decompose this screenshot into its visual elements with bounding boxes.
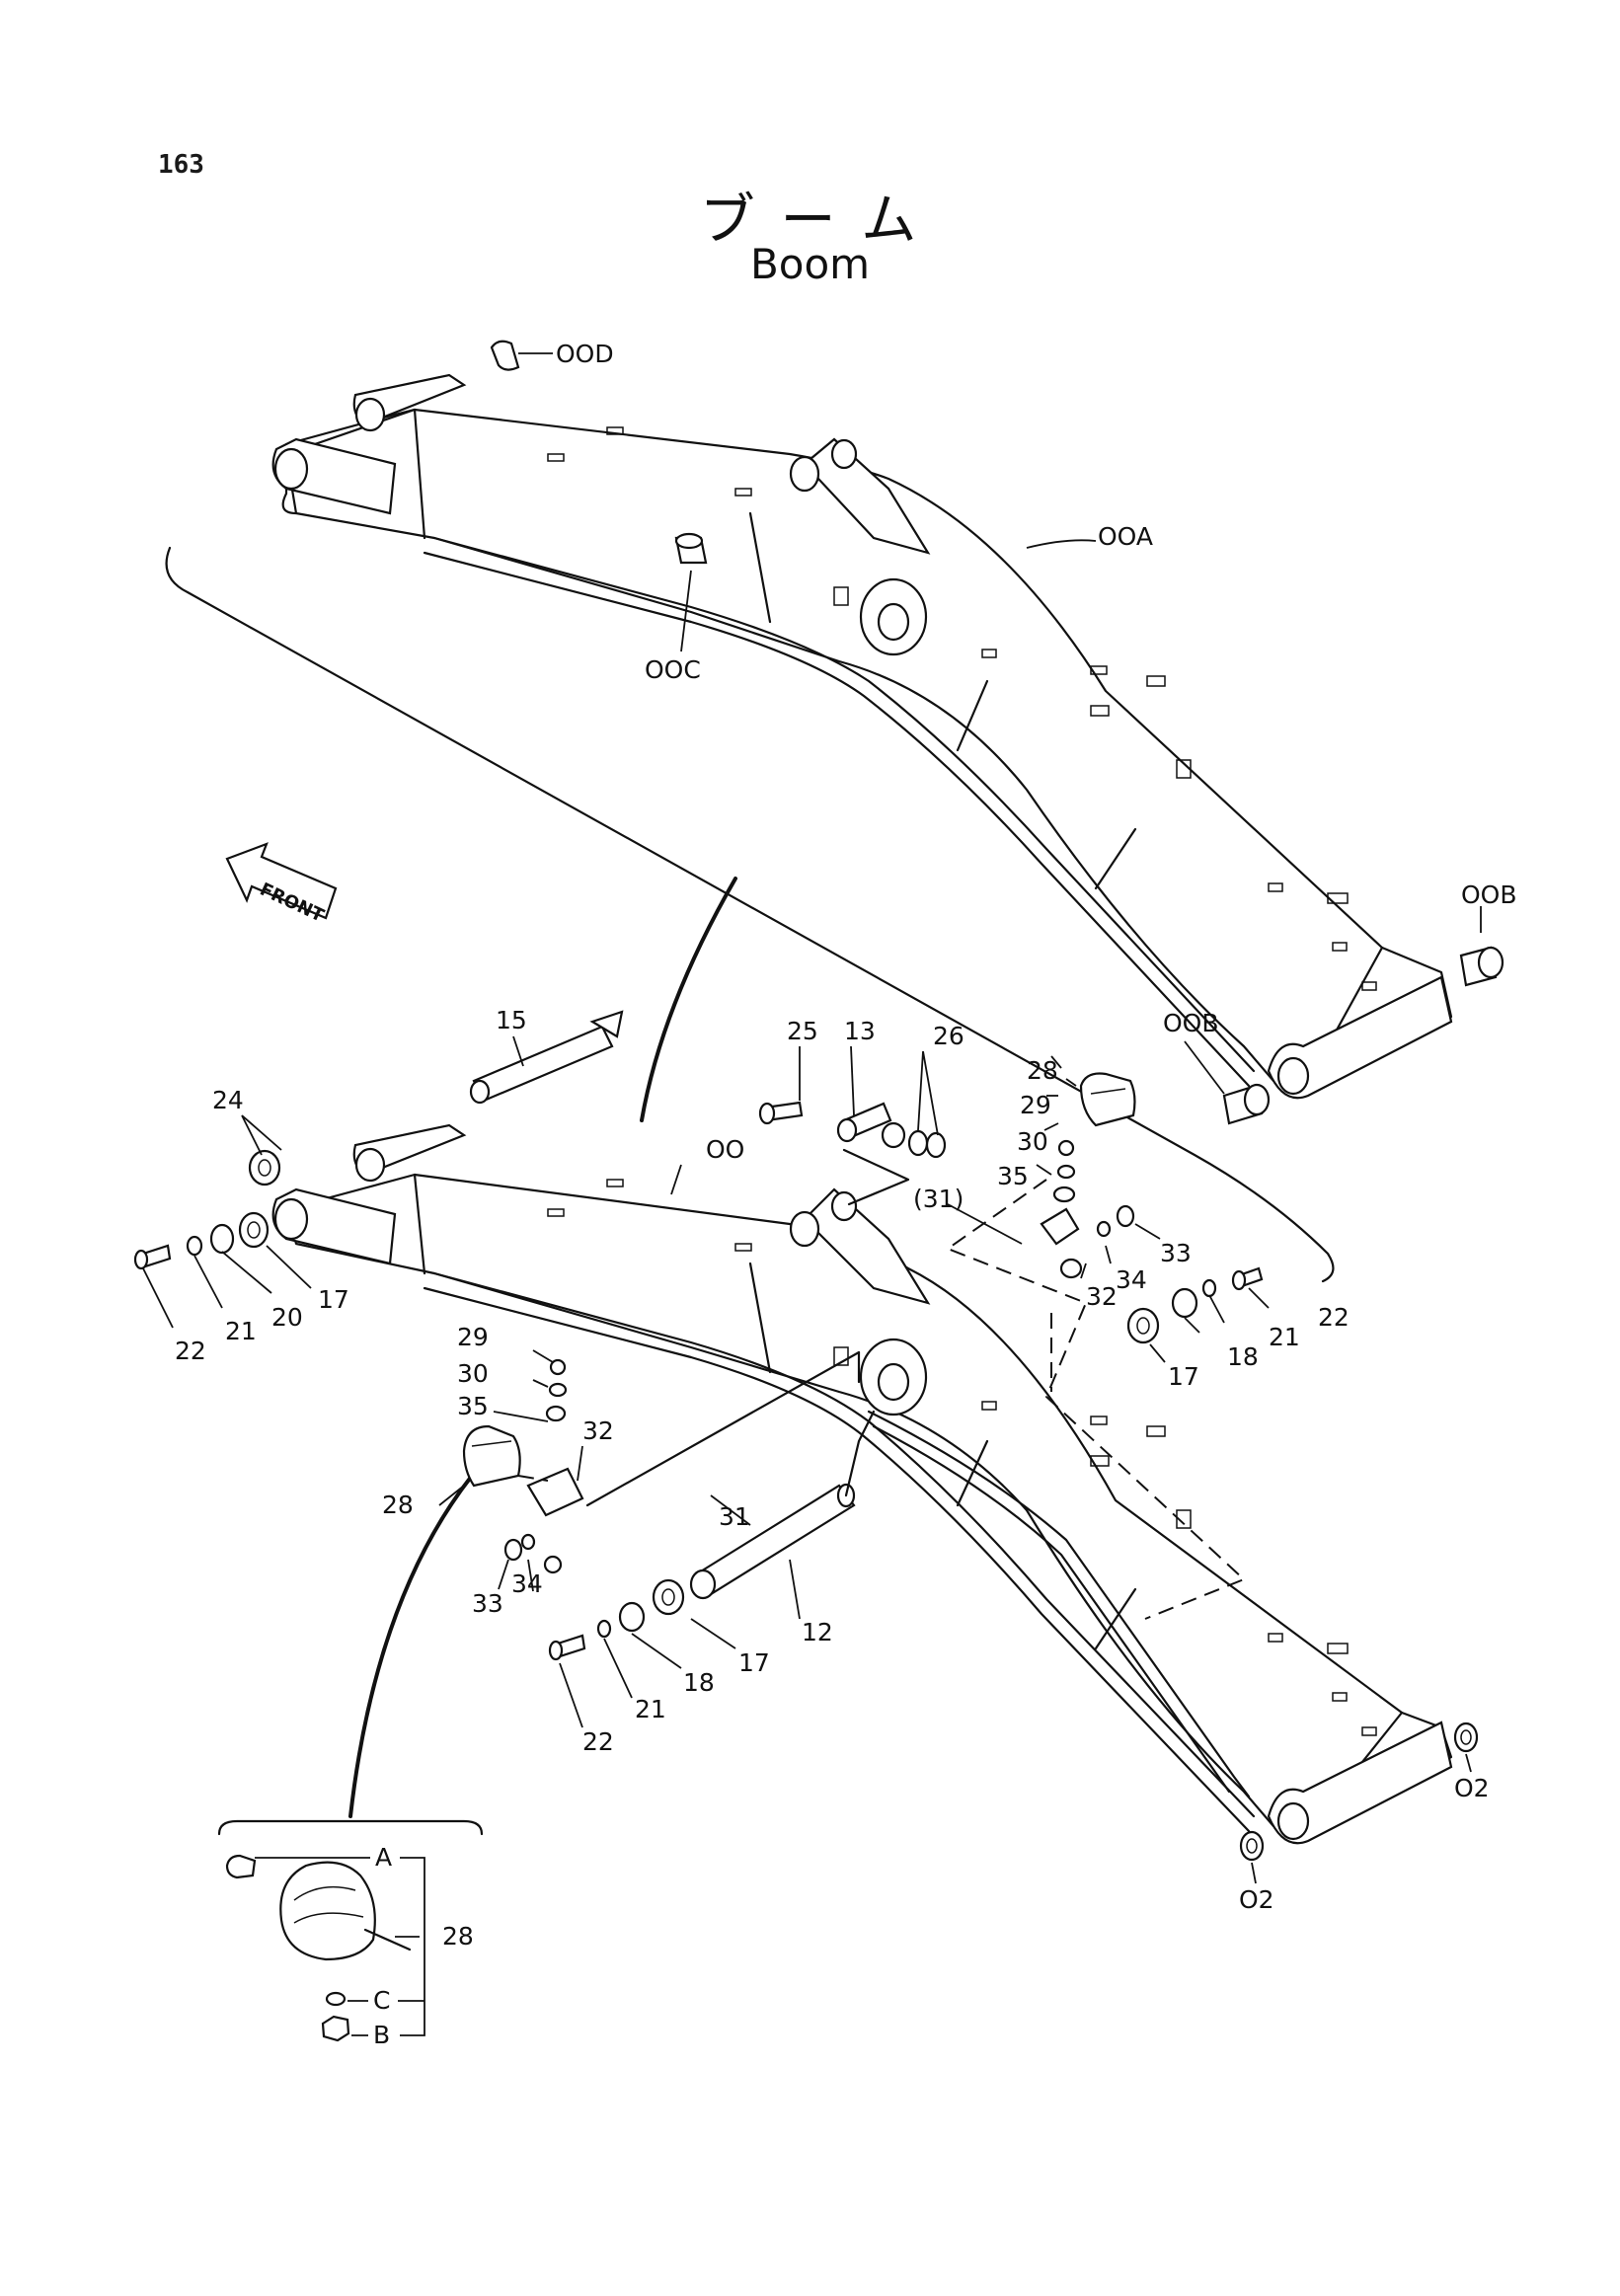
callout-17: 17 [318,1285,349,1314]
callout-21: 21 [225,1317,257,1345]
callout-33: 33 [472,1589,503,1618]
right-pin-fastener-group [1126,1266,1264,1344]
callout-00: OO [706,1135,744,1164]
harness-31-route [945,1179,1246,1620]
callout-00B: OOB [1163,1009,1219,1037]
callout-15: 15 [496,1006,527,1034]
leader-lines [142,1035,1472,1884]
part-02-washer [1239,1830,1265,1862]
detail-boundary-curve [165,546,1335,1283]
callout-17: 17 [1168,1362,1199,1391]
callout-28: 28 [382,1491,414,1519]
right-lamp-group [1040,1072,1136,1279]
callout-35: 35 [997,1162,1029,1190]
callout-31: 31 [719,1502,750,1531]
callout-13: 13 [844,1017,876,1045]
callout-18: 18 [683,1668,715,1697]
part-00D-clip [490,340,520,371]
boom-upper-outline [284,408,1453,1093]
detail-bracket [217,1819,484,1836]
detail-label-A: A [375,1843,392,1872]
callout-labels: OOD OOA OOC OOB OOB 15 24 OO 25 13 26 28… [175,340,1517,1914]
lamp-detail-view: A 28 C B [217,1819,484,2049]
callout-00C: OOC [645,655,701,684]
callout-29: 29 [457,1323,489,1351]
callout-21: 21 [1269,1323,1300,1351]
callout-02: O2 [1239,1885,1274,1914]
callout-12: 12 [802,1618,833,1646]
detail-screw-A [225,1854,257,1879]
detail-connector-curve [640,877,737,1122]
detail-lamp-28 [279,1861,376,1961]
callout-29: 29 [1020,1091,1051,1119]
callout-24: 24 [212,1086,244,1114]
callout-30: 30 [457,1359,489,1388]
detail-label-B: B [373,2021,390,2049]
callout-32: 32 [1086,1282,1118,1311]
callout-00B: OOB [1461,880,1517,909]
left-pin-fastener-group [133,1211,270,1270]
callout-31-ref: (31) [913,1185,964,1213]
work-lamp [462,1424,521,1488]
callout-20: 20 [271,1303,303,1332]
upper-pin-fastener-group [758,1101,947,1159]
detail-nut-B [321,2015,350,2042]
callout-00D: OOD [556,340,614,368]
callout-32: 32 [582,1416,614,1445]
front-direction-arrow: FRONT [225,842,338,927]
callout-35: 35 [457,1392,489,1420]
boom-upper-view [165,340,1504,1283]
callout-22: 22 [582,1727,614,1756]
callout-34: 34 [511,1569,543,1598]
callout-00A: OOA [1098,522,1153,551]
callout-34: 34 [1116,1265,1147,1294]
callout-30: 30 [1017,1127,1048,1156]
page-title-japanese: ブ ー ム [699,189,921,253]
page-title: Boom [749,240,871,288]
callout-18: 18 [1227,1342,1259,1371]
callout-02: O2 [1454,1774,1490,1802]
callout-22: 22 [175,1337,206,1365]
part-15-pin [472,1025,614,1103]
detail-label-28: 28 [442,1922,474,1951]
left-lamp-group [462,1358,584,1574]
work-lamp [1079,1072,1136,1127]
callout-25: 25 [787,1017,818,1045]
boom-lower-view [133,1010,1479,1862]
callout-26: 26 [933,1022,964,1050]
part-24-bushing [248,1149,281,1186]
detail-label-C: C [373,1986,390,2015]
callout-33: 33 [1160,1239,1192,1267]
detail-washer-C [325,1991,347,2007]
page-number: 163 [158,150,204,180]
callout-28: 28 [1027,1056,1058,1085]
callout-17: 17 [738,1648,770,1677]
part-02-washer [1453,1722,1479,1753]
callout-22: 22 [1318,1303,1350,1332]
callout-21: 21 [635,1695,666,1723]
